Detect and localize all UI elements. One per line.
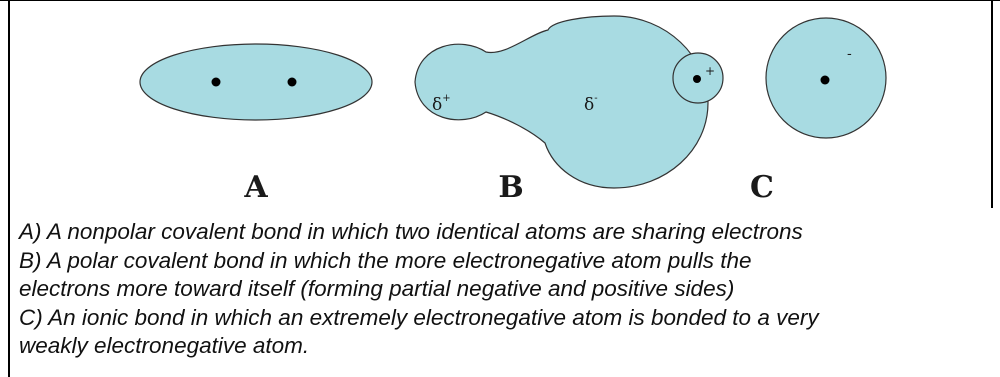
caption-line-c1: C) An ionic bond in which an extremely e… <box>19 304 994 333</box>
panel-c-letter: C <box>750 170 774 205</box>
caption-line-b1: B) A polar covalent bond in which the mo… <box>19 247 994 276</box>
panel-b-letter: B <box>498 170 523 205</box>
caption-line-c2: weakly electronegative atom. <box>19 332 994 361</box>
nonpolar-bond-cloud <box>140 44 372 120</box>
anion-nucleus-dot <box>821 76 830 85</box>
caption-line-a: A) A nonpolar covalent bond in which two… <box>19 218 994 247</box>
caption-block: A) A nonpolar covalent bond in which two… <box>19 218 994 361</box>
cation-charge: + <box>705 64 715 78</box>
panel-b: δ+ δ- B <box>415 16 708 205</box>
panel-a: A <box>140 44 372 205</box>
panel-a-letter: A <box>243 170 268 205</box>
anion-charge: - <box>847 46 852 62</box>
caption-line-b2: electrons more toward itself (forming pa… <box>19 275 994 304</box>
nucleus-dot <box>212 78 221 87</box>
nucleus-dot <box>288 78 297 87</box>
cation-nucleus-dot <box>693 75 701 83</box>
polar-bond-cloud <box>415 16 708 188</box>
